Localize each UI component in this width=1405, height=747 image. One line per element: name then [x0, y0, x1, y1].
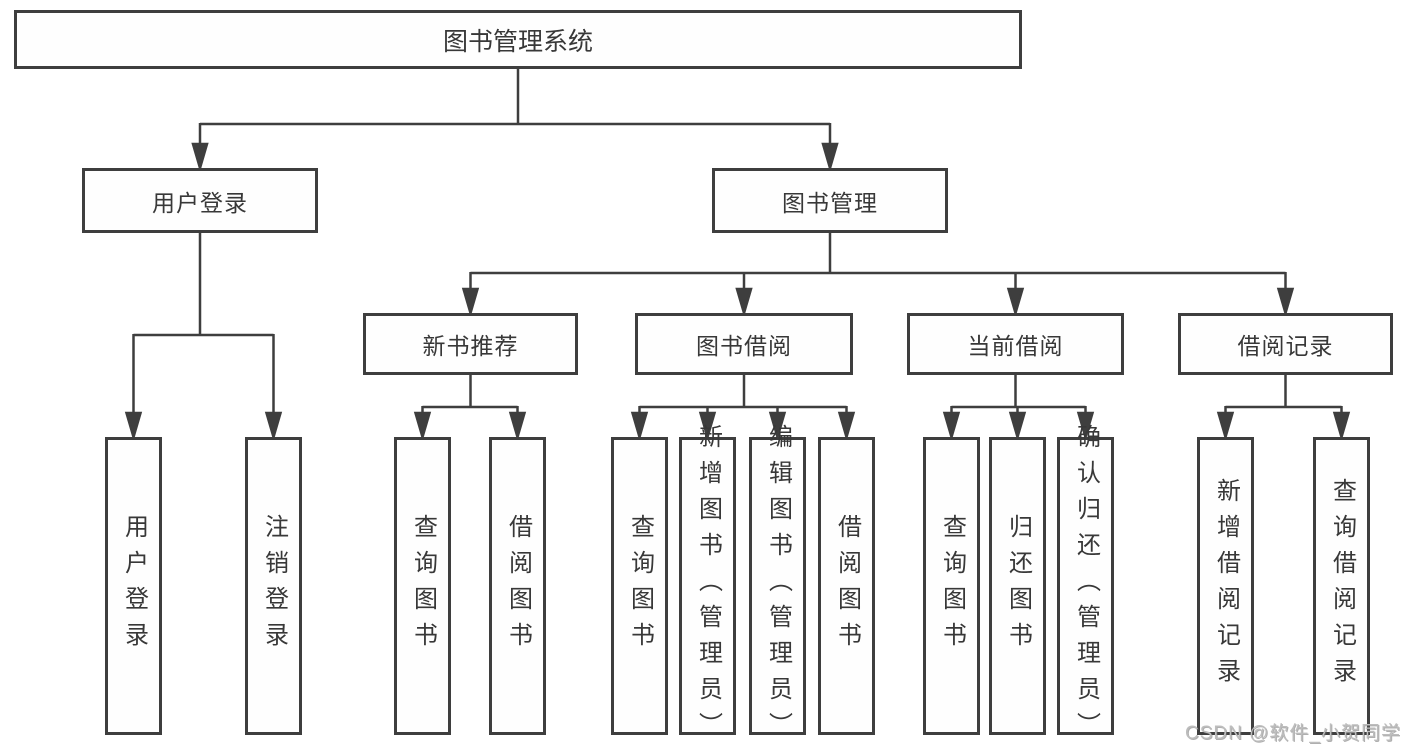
leaf-query-book-recommend-label: 查询图书: [409, 514, 437, 658]
leaf-logout: 注销登录: [245, 437, 302, 735]
node-user-login: 用户登录: [82, 168, 318, 233]
leaf-confirm-return-admin: 确认归还（管理员）: [1057, 424, 1114, 747]
node-book-borrow: 图书借阅: [635, 313, 853, 375]
leaf-add-book-admin-label: 新增图书（管理员）: [694, 424, 722, 747]
leaf-edit-book-admin-label: 编辑图书（管理员）: [764, 424, 792, 747]
leaf-return-book: 归还图书: [989, 437, 1046, 735]
leaf-confirm-return-admin-label: 确认归还（管理员）: [1072, 424, 1100, 747]
node-new-book-recommend: 新书推荐: [363, 313, 578, 375]
node-borrow-record-label: 借阅记录: [1237, 333, 1334, 359]
leaf-return-book-label: 归还图书: [1004, 514, 1032, 658]
leaf-query-book-current-label: 查询图书: [938, 514, 966, 658]
node-new-book-recommend-label: 新书推荐: [422, 333, 519, 359]
leaf-user-login-label: 用户登录: [120, 514, 148, 658]
node-root-label: 图书管理系统: [442, 27, 593, 56]
node-current-borrow-label: 当前借阅: [967, 333, 1064, 359]
node-root-system: 图书管理系统: [14, 10, 1022, 69]
leaf-query-book-current: 查询图书: [923, 437, 980, 735]
leaf-query-book-borrow-label: 查询图书: [626, 514, 654, 658]
leaf-add-borrow-record-label: 新增借阅记录: [1212, 478, 1240, 694]
leaf-add-borrow-record: 新增借阅记录: [1197, 437, 1254, 735]
leaf-add-book-admin: 新增图书（管理员）: [679, 424, 736, 747]
node-book-management-label: 图书管理: [782, 189, 878, 216]
node-book-borrow-label: 图书借阅: [696, 333, 792, 359]
leaf-edit-book-admin: 编辑图书（管理员）: [749, 424, 806, 747]
leaf-query-borrow-record-label: 查询借阅记录: [1328, 478, 1356, 694]
leaf-borrow-book-recommend-label: 借阅图书: [504, 514, 532, 658]
node-current-borrow: 当前借阅: [907, 313, 1124, 375]
leaf-query-book-borrow: 查询图书: [611, 437, 668, 735]
leaf-query-borrow-record: 查询借阅记录: [1313, 437, 1370, 735]
leaf-logout-label: 注销登录: [260, 514, 288, 658]
leaf-borrow-book: 借阅图书: [818, 437, 875, 735]
leaf-borrow-book-label: 借阅图书: [833, 514, 861, 658]
node-borrow-record: 借阅记录: [1178, 313, 1393, 375]
csdn-watermark: CSDN @软件_小贺同学: [1185, 723, 1401, 744]
leaf-borrow-book-recommend: 借阅图书: [489, 437, 546, 735]
node-book-management: 图书管理: [712, 168, 948, 233]
node-user-login-label: 用户登录: [152, 189, 248, 216]
leaf-user-login: 用户登录: [105, 437, 162, 735]
leaf-query-book-recommend: 查询图书: [394, 437, 451, 735]
